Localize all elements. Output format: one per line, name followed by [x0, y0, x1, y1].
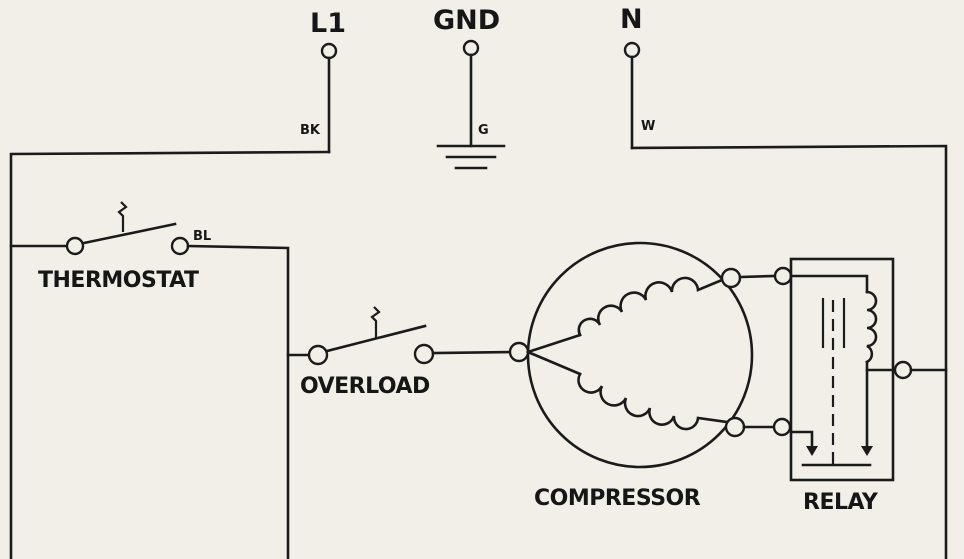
overload-switch: OVERLOAD — [286, 306, 512, 399]
n-terminal: N W — [620, 4, 655, 150]
compressor-motor: COMPRESSOR — [508, 241, 754, 511]
compressor-common-terminal — [508, 341, 530, 363]
thermostat-wire-code: BL — [193, 229, 211, 244]
relay-contact-left-lead — [789, 430, 814, 450]
overload-out-wire — [431, 350, 512, 355]
gnd-terminal: GND G — [433, 5, 506, 170]
overload-actuator-icon — [370, 306, 381, 338]
overload-blade — [325, 324, 427, 353]
start-winding-coil-icon — [577, 372, 729, 431]
relay-run-wire — [738, 274, 776, 279]
n-wire-code: W — [641, 119, 655, 134]
compressor-housing — [526, 241, 754, 469]
relay-start-terminal — [772, 417, 792, 437]
gnd-terminal-circle — [462, 39, 480, 57]
gnd-wire-code: G — [478, 123, 489, 138]
overload-contact-a — [307, 344, 329, 366]
start-relay: RELAY — [738, 257, 948, 515]
thermostat-out-wire — [186, 244, 290, 559]
l1-wire-code: BK — [300, 123, 321, 138]
thermostat-switch: BL THERMOSTAT — [9, 201, 290, 559]
relay-contact-left-arrow-icon — [806, 446, 818, 456]
compressor-run-terminal — [720, 267, 742, 289]
l1-label: L1 — [310, 8, 346, 39]
thermostat-contact-b — [170, 236, 190, 256]
l1-feed-wire — [9, 150, 331, 559]
relay-run-terminal — [773, 266, 793, 286]
thermostat-blade — [82, 222, 177, 245]
relay-coil-top-lead — [789, 274, 869, 294]
relay-contact-right-arrow-icon — [861, 446, 873, 456]
n-label: N — [620, 4, 643, 35]
relay-label: RELAY — [803, 490, 879, 515]
compressor-lead-start — [526, 350, 582, 376]
compressor-lead-run — [526, 333, 582, 354]
compressor-label: COMPRESSOR — [534, 486, 701, 511]
compressor-start-terminal — [724, 416, 746, 438]
thermostat-label: THERMOSTAT — [38, 268, 199, 293]
l1-terminal: L1 BK — [300, 8, 346, 154]
l1-terminal-circle — [320, 42, 338, 60]
gnd-label: GND — [433, 5, 500, 36]
n-terminal-circle — [623, 41, 641, 59]
neutral-return-wire — [630, 144, 948, 559]
thermostat-actuator-icon — [117, 201, 128, 232]
overload-contact-b — [413, 343, 435, 365]
ground-symbol-icon — [436, 144, 506, 170]
thermostat-contact-a — [65, 236, 85, 256]
run-winding-coil-icon — [577, 276, 724, 337]
relay-coil-icon — [865, 290, 878, 364]
relay-output-terminal — [893, 360, 913, 380]
overload-label: OVERLOAD — [300, 374, 430, 399]
